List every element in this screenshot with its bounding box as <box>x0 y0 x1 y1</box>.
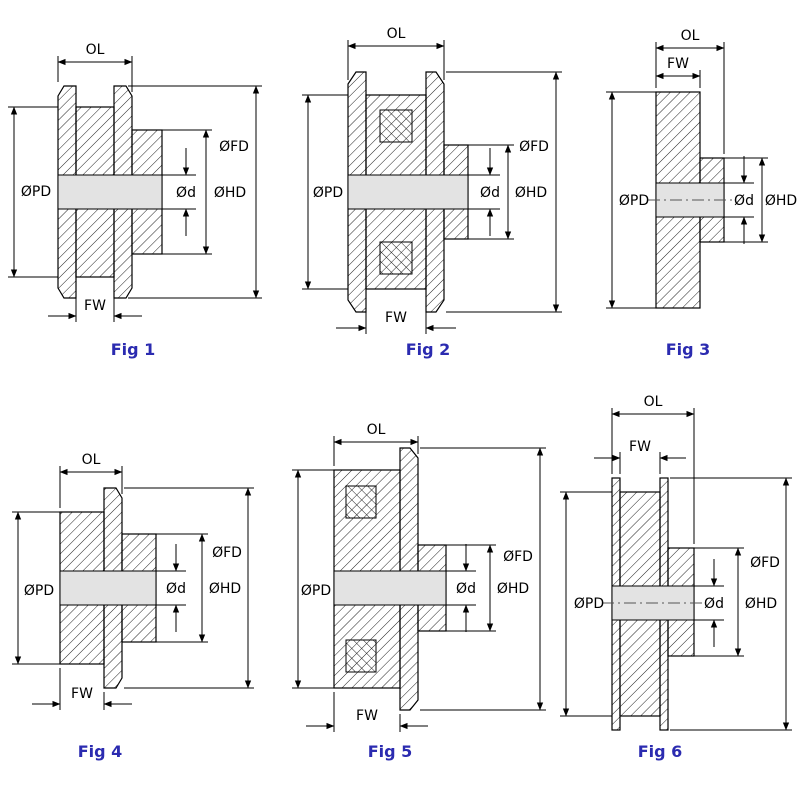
fig6-dim-d: Ød <box>694 559 724 647</box>
fig4-pulley-section <box>59 487 157 689</box>
fig6-dim-fd: ØFD <box>670 477 792 731</box>
fig2-fd-label: ØFD <box>519 139 549 155</box>
fig1-fw-label: FW <box>84 298 106 314</box>
fig3-pd-label: ØPD <box>619 193 649 209</box>
fig5-dim-hd: ØHD <box>446 544 529 632</box>
fig3-caption: Fig 3 <box>666 340 711 359</box>
fig6-dim-pd: ØPD <box>560 491 612 717</box>
figure-1: OL ØPD Ød ØHD ØFD FW Fig 1 <box>8 42 262 359</box>
fig4-pd-label: ØPD <box>24 583 54 599</box>
fig4-dim-pd: ØPD <box>12 511 60 665</box>
fig6-d-label: Ød <box>704 596 724 612</box>
fig1-ol-label: OL <box>86 42 105 58</box>
fig2-dim-fd: ØFD <box>446 71 562 313</box>
fig2-insert-top <box>379 109 413 143</box>
fig1-dim-fd: ØFD <box>128 85 262 299</box>
fig3-dim-fw: FW <box>655 56 701 88</box>
figure-6: OL FW ØPD Ød ØHD ØFD Fig 6 <box>560 394 792 761</box>
fig2-dim-pd: ØPD <box>302 94 348 290</box>
fig4-dim-fd: ØFD <box>124 487 254 689</box>
fig2-dim-fw: FW <box>336 292 456 334</box>
fig3-d-label: Ød <box>734 193 754 209</box>
fig4-ol-label: OL <box>82 452 101 468</box>
fig2-insert-bottom <box>379 241 413 275</box>
fig1-dim-hd: ØHD <box>162 129 246 255</box>
fig2-hd-label: ØHD <box>515 185 547 201</box>
fig5-caption: Fig 5 <box>368 742 413 761</box>
fig1-d-label: Ød <box>176 185 196 201</box>
fig3-dim-d: Ød <box>724 156 754 244</box>
fig5-insert-top <box>345 485 377 519</box>
fig6-dim-hd: ØHD <box>694 547 777 657</box>
fig2-d-label: Ød <box>480 185 500 201</box>
fig6-ol-label: OL <box>644 394 663 410</box>
fig2-dim-ol: OL <box>347 26 445 80</box>
fig5-hd-label: ØHD <box>497 581 529 597</box>
fig5-d-label: Ød <box>456 581 476 597</box>
fig5-dim-ol: OL <box>333 422 419 466</box>
fig3-dim-hd: ØHD <box>724 157 797 243</box>
fig5-dim-d: Ød <box>446 544 476 632</box>
fig1-hd-label: ØHD <box>214 185 246 201</box>
fig2-fw-label: FW <box>385 310 407 326</box>
fig5-bore <box>333 570 447 606</box>
fig2-bore <box>347 174 469 210</box>
fig4-fw-label: FW <box>71 686 93 702</box>
fig1-bore <box>57 174 163 210</box>
fig3-dim-ol: OL <box>655 28 725 154</box>
fig3-fw-label: FW <box>667 56 689 72</box>
fig4-dim-fw: FW <box>32 668 132 710</box>
fig1-pulley-section <box>57 85 163 299</box>
fig3-pulley-section <box>648 91 732 309</box>
fig2-dim-hd: ØHD <box>468 144 547 240</box>
fig2-caption: Fig 2 <box>406 340 451 359</box>
figure-4: OL ØPD Ød ØHD ØFD FW Fig 4 <box>12 452 254 761</box>
fig5-ol-label: OL <box>367 422 386 438</box>
fig2-pulley-section <box>347 71 469 313</box>
fig6-pulley-section <box>602 477 704 731</box>
fig1-pd-label: ØPD <box>21 184 51 200</box>
fig2-ol-label: OL <box>387 26 406 42</box>
fig5-fd-label: ØFD <box>503 549 533 565</box>
fig1-dim-d: Ød <box>162 148 196 236</box>
fig1-fd-label: ØFD <box>219 139 249 155</box>
fig2-dim-d: Ød <box>468 148 500 236</box>
fig1-dim-fw: FW <box>48 281 142 322</box>
fig6-fw-label: FW <box>629 439 651 455</box>
fig6-fd-label: ØFD <box>750 555 780 571</box>
fig4-dim-ol: OL <box>59 452 123 508</box>
fig5-dim-pd: ØPD <box>292 469 334 689</box>
fig6-caption: Fig 6 <box>638 742 683 761</box>
fig5-dim-fw: FW <box>306 692 428 732</box>
fig4-dim-hd: ØHD <box>156 533 241 643</box>
fig1-caption: Fig 1 <box>111 340 156 359</box>
fig6-dim-fw: FW <box>594 439 686 474</box>
fig6-dim-ol: OL <box>611 394 695 544</box>
fig3-hd-label: ØHD <box>765 193 797 209</box>
fig4-d-label: Ød <box>166 581 186 597</box>
fig4-caption: Fig 4 <box>78 742 123 761</box>
fig3-ol-label: OL <box>681 28 700 44</box>
fig4-fd-label: ØFD <box>212 545 242 561</box>
fig3-bore <box>655 182 725 218</box>
fig6-hd-label: ØHD <box>745 596 777 612</box>
figure-2: OL ØPD Ød ØHD ØFD FW Fig 2 <box>302 26 562 359</box>
fig5-pd-label: ØPD <box>301 583 331 599</box>
fig1-dim-ol: OL <box>57 42 133 92</box>
fig4-dim-d: Ød <box>156 544 186 632</box>
fig5-fw-label: FW <box>356 708 378 724</box>
fig5-pulley-section <box>333 447 447 711</box>
fig2-pd-label: ØPD <box>313 185 343 201</box>
fig4-hd-label: ØHD <box>209 581 241 597</box>
fig5-insert-bottom <box>345 639 377 673</box>
figure-3: OL FW ØPD Ød ØHD Fig 3 <box>606 28 797 359</box>
fig6-pd-label: ØPD <box>574 596 604 612</box>
fig3-dim-pd: ØPD <box>606 91 656 309</box>
fig1-dim-pd: ØPD <box>8 106 58 278</box>
fig5-dim-fd: ØFD <box>420 447 546 711</box>
fig4-bore <box>59 570 157 606</box>
figure-5: OL ØPD Ød ØHD ØFD FW Fig 5 <box>292 422 546 761</box>
